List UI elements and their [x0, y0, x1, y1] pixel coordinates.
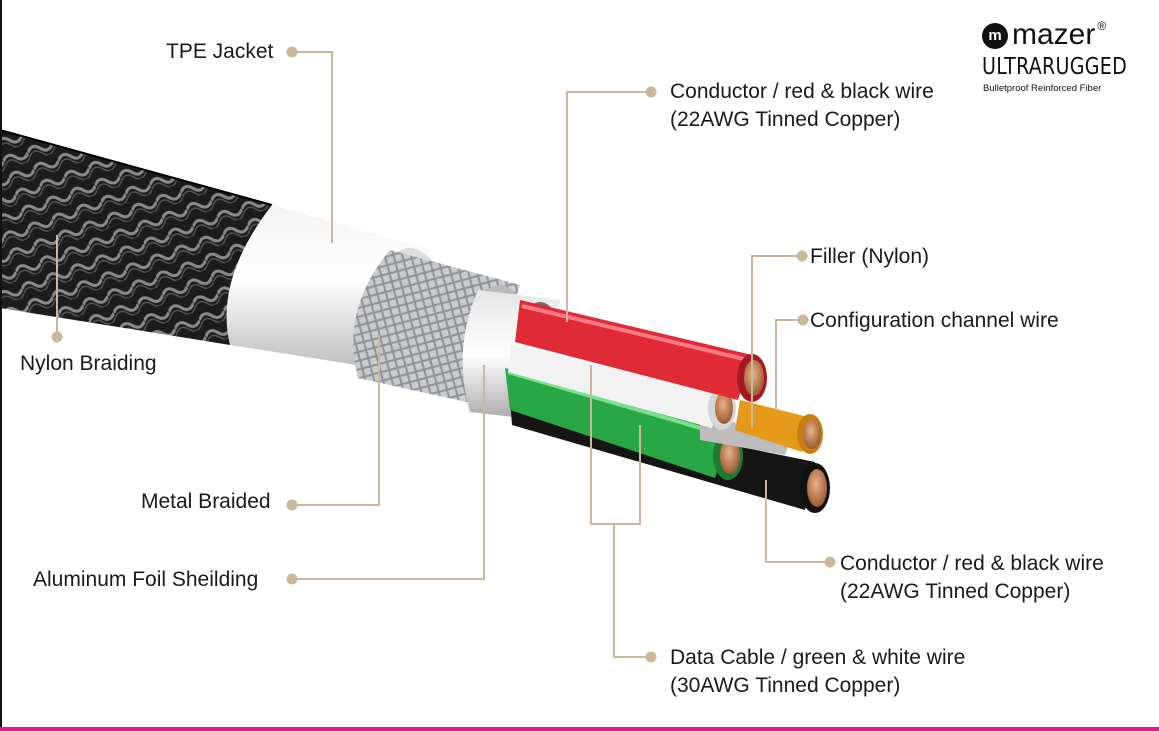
nylon-braiding-section [0, 130, 272, 345]
inner-wires [505, 300, 830, 513]
callout-dots [51, 46, 836, 663]
label-filler: Filler (Nylon) [810, 245, 930, 268]
bottom-accent-bar [0, 727, 1159, 731]
leader-lines [56, 51, 830, 658]
label-nylon-braiding: Nylon Braiding [20, 352, 157, 375]
label-aluminum-foil: Aluminum Foil Sheilding [33, 568, 259, 591]
label-tpe-jacket: TPE Jacket [166, 40, 274, 63]
label-conductor-top-line2: (22AWG Tinned Copper) [670, 108, 901, 131]
left-border [0, 0, 2, 731]
brand-tagline: Bulletproof Reinforced Fiber [983, 83, 1102, 94]
label-data-cable-line2: (30AWG Tinned Copper) [670, 674, 901, 697]
label-data-cable-line1: Data Cable / green & white wire [670, 646, 966, 669]
label-conductor-bottom-line2: (22AWG Tinned Copper) [840, 580, 1071, 603]
label-conductor-top-line1: Conductor / red & black wire [670, 80, 934, 103]
label-conductor-bottom-line1: Conductor / red & black wire [840, 552, 1104, 575]
label-metal-braided: Metal Braided [141, 490, 271, 513]
label-config-channel: Configuration channel wire [810, 309, 1059, 332]
brand-product-line: ULTRARUGGED [982, 54, 1128, 80]
brand-mark-icon: m [982, 23, 1008, 49]
